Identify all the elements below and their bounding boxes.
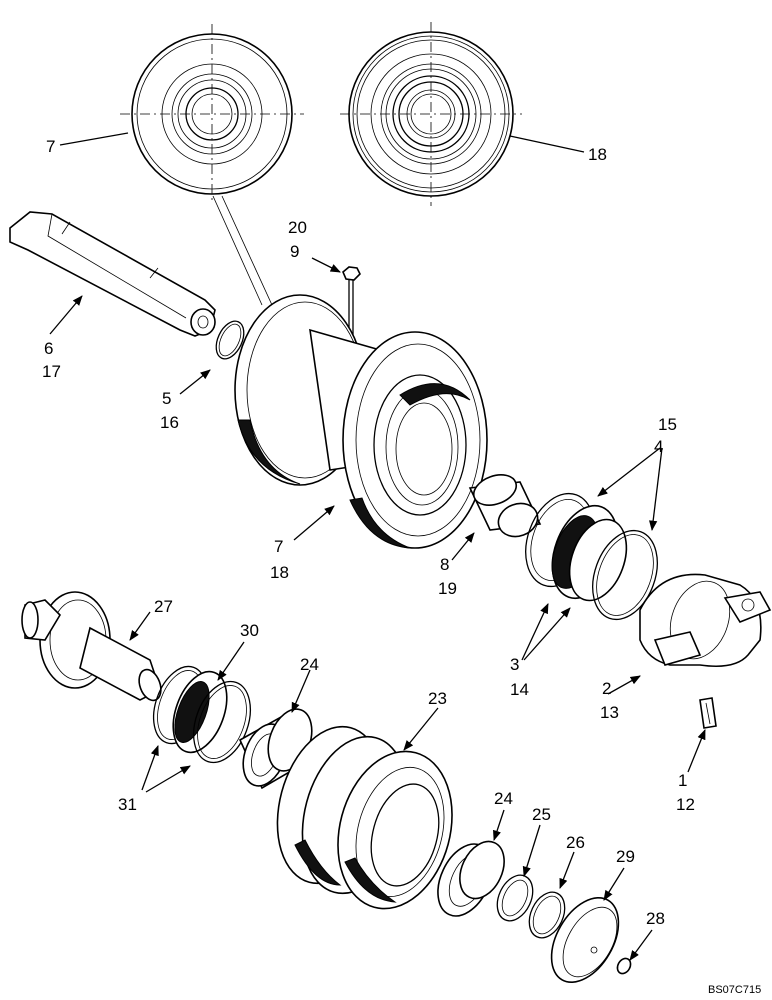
label-26: 26 <box>566 833 585 852</box>
label-30: 30 <box>240 621 259 640</box>
label-3: 3 <box>510 655 519 674</box>
label-7-mid: 7 <box>274 537 283 556</box>
label-28: 28 <box>646 909 665 928</box>
label-16: 16 <box>160 413 179 432</box>
bearing-right <box>437 840 505 917</box>
label-24-lower: 24 <box>494 789 513 808</box>
label-29: 29 <box>616 847 635 866</box>
label-4: 4 <box>654 437 663 456</box>
stub-shaft-with-flange <box>21 591 162 702</box>
label-7-top: 7 <box>46 137 55 156</box>
label-25: 25 <box>532 805 551 824</box>
roller-23 <box>276 725 453 910</box>
roller-end-view-single-flange <box>120 24 304 204</box>
label-23: 23 <box>428 689 447 708</box>
o-ring <box>215 320 245 360</box>
seal-assembly-right <box>525 492 658 621</box>
roller-end-view-double-flange <box>340 22 522 206</box>
label-14: 14 <box>510 680 529 699</box>
drawing-code: BS07C715 <box>708 984 761 996</box>
label-24-upper: 24 <box>300 655 319 674</box>
label-6: 6 <box>44 339 53 358</box>
end-cap <box>550 896 620 984</box>
label-18-mid: 18 <box>270 563 289 582</box>
label-20: 20 <box>288 218 307 237</box>
label-12: 12 <box>676 795 695 814</box>
label-5: 5 <box>162 389 171 408</box>
label-9: 9 <box>290 242 299 261</box>
label-18-top: 18 <box>588 145 607 164</box>
label-31: 31 <box>118 795 137 814</box>
fill-plug <box>616 957 632 975</box>
label-19: 19 <box>438 579 457 598</box>
label-1: 1 <box>678 771 687 790</box>
seal-assembly-left <box>152 665 251 764</box>
end-collar <box>639 573 772 668</box>
label-15: 15 <box>658 415 677 434</box>
roller-shaft <box>9 211 216 337</box>
bushing <box>468 474 542 538</box>
leader-lines <box>49 132 706 961</box>
label-27: 27 <box>154 597 173 616</box>
label-13: 13 <box>600 703 619 722</box>
track-roller-body <box>234 294 488 549</box>
label-17: 17 <box>42 362 61 381</box>
pin <box>699 697 717 729</box>
label-8: 8 <box>440 555 449 574</box>
callout-labels: 7 18 20 9 6 17 5 16 15 4 7 18 8 19 27 30… <box>42 137 761 996</box>
label-2: 2 <box>602 679 611 698</box>
snap-ring <box>528 891 566 939</box>
